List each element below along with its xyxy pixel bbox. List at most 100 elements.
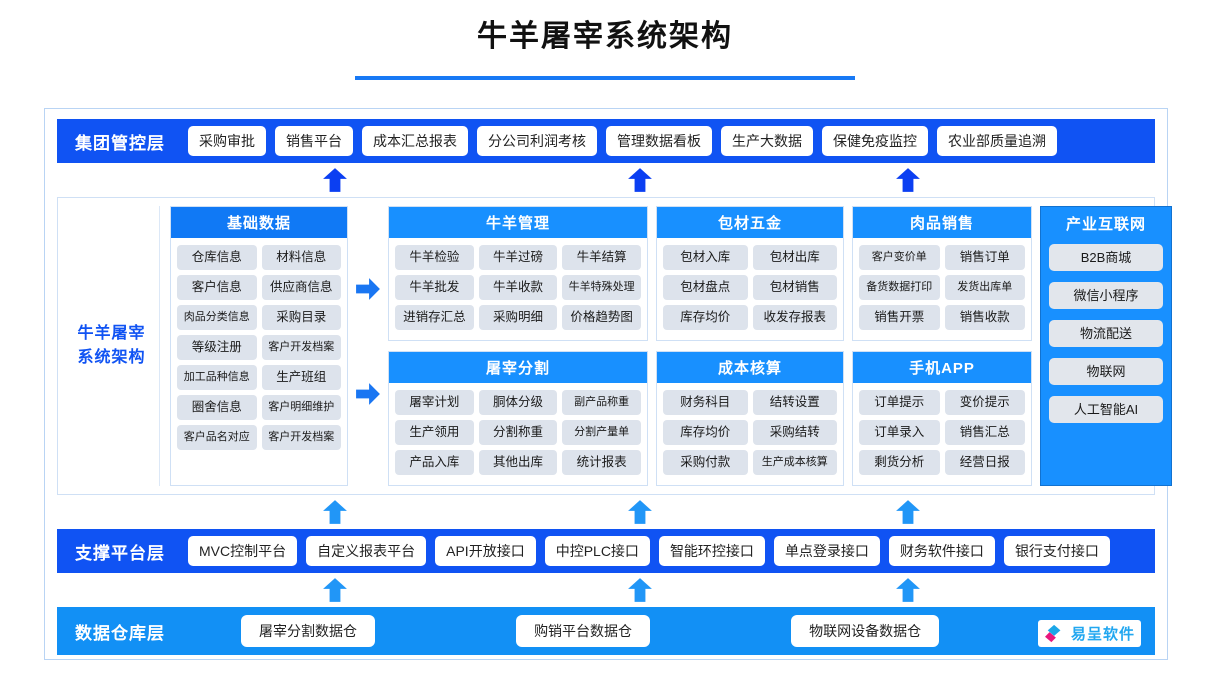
platform-layer-item[interactable]: 中控PLC接口 xyxy=(544,536,650,566)
industry-item[interactable]: 物流配送 xyxy=(1049,320,1163,347)
module-title: 肉品销售 xyxy=(853,207,1031,238)
module-item[interactable]: 生产成本核算 xyxy=(752,450,837,475)
warehouse-layer-item[interactable]: 物联网设备数据仓 xyxy=(791,615,940,647)
warehouse-layer-item[interactable]: 购销平台数据仓 xyxy=(516,615,651,647)
module-item[interactable]: 结转设置 xyxy=(752,390,837,415)
module-item[interactable]: 分割称重 xyxy=(478,420,558,445)
module-item[interactable]: 包材销售 xyxy=(752,275,837,300)
module-item[interactable]: 库存均价 xyxy=(663,305,748,330)
system-name-line2: 系统架构 xyxy=(77,349,146,366)
module-item[interactable]: 牛羊过磅 xyxy=(478,245,558,270)
group-layer-item[interactable]: 采购审批 xyxy=(188,126,266,156)
base-data-item[interactable]: 客户开发档案 xyxy=(261,425,341,450)
industry-item[interactable]: 物联网 xyxy=(1049,358,1163,385)
module-item[interactable]: 销售订单 xyxy=(944,245,1025,270)
platform-layer-item[interactable]: 单点登录接口 xyxy=(773,536,880,566)
module-mobile-app: 手机APP 订单提示 变价提示 订单录入 销售汇总 剩货分析 经营日报 xyxy=(852,351,1032,486)
module-item[interactable]: 变价提示 xyxy=(944,390,1025,415)
module-item[interactable]: 牛羊收款 xyxy=(478,275,558,300)
module-item[interactable]: 牛羊批发 xyxy=(395,275,474,300)
module-item[interactable]: 收发存报表 xyxy=(752,305,837,330)
module-item[interactable]: 其他出库 xyxy=(478,450,558,475)
module-item[interactable]: 销售汇总 xyxy=(944,420,1025,445)
base-data-item[interactable]: 圈舍信息 xyxy=(177,395,257,420)
arrow-right-icon xyxy=(354,381,382,407)
base-data-item[interactable]: 供应商信息 xyxy=(261,275,341,300)
group-layer-item[interactable]: 销售平台 xyxy=(275,126,353,156)
module-title: 手机APP xyxy=(853,352,1031,383)
page-header: 牛羊屠宰系统架构 xyxy=(0,0,1210,80)
arrow-up-icon xyxy=(322,499,348,525)
vendor-logo-text: 易呈软件 xyxy=(1070,626,1135,643)
module-item[interactable]: 包材盘点 xyxy=(663,275,748,300)
module-item[interactable]: 订单提示 xyxy=(859,390,940,415)
base-data-item[interactable]: 加工品种信息 xyxy=(177,365,257,390)
module-item[interactable]: 销售开票 xyxy=(859,305,940,330)
module-item[interactable]: 备货数据打印 xyxy=(859,275,940,300)
module-item[interactable]: 销售收款 xyxy=(944,305,1025,330)
arrow-row-middle xyxy=(57,495,1155,529)
group-layer-item[interactable]: 分公司利润考核 xyxy=(477,126,597,156)
base-data-item[interactable]: 仓库信息 xyxy=(177,245,257,270)
arrow-up-icon xyxy=(895,167,921,193)
module-item[interactable]: 牛羊特殊处理 xyxy=(562,275,641,300)
module-item[interactable]: 财务科目 xyxy=(663,390,748,415)
module-item[interactable]: 生产领用 xyxy=(395,420,474,445)
module-item[interactable]: 包材出库 xyxy=(752,245,837,270)
module-item[interactable]: 产品入库 xyxy=(395,450,474,475)
group-layer-item[interactable]: 管理数据看板 xyxy=(606,126,712,156)
module-item[interactable]: 统计报表 xyxy=(562,450,641,475)
base-data-item[interactable]: 客户信息 xyxy=(177,275,257,300)
base-data-item[interactable]: 材料信息 xyxy=(261,245,341,270)
base-data-item[interactable]: 肉品分类信息 xyxy=(177,305,257,330)
module-item[interactable]: 牛羊结算 xyxy=(562,245,641,270)
module-items: 订单提示 变价提示 订单录入 销售汇总 剩货分析 经营日报 xyxy=(853,383,1031,485)
group-layer-item[interactable]: 生产大数据 xyxy=(721,126,813,156)
base-data-item[interactable]: 客户品名对应 xyxy=(177,425,257,450)
industry-item[interactable]: B2B商城 xyxy=(1049,244,1163,271)
module-item[interactable]: 剩货分析 xyxy=(859,450,940,475)
industry-item[interactable]: 人工智能AI xyxy=(1049,396,1163,423)
warehouse-layer-item[interactable]: 屠宰分割数据仓 xyxy=(241,615,375,647)
base-data-item[interactable]: 采购目录 xyxy=(261,305,341,330)
platform-layer-item[interactable]: MVC控制平台 xyxy=(188,536,298,566)
system-name-line1: 牛羊屠宰 xyxy=(77,325,146,342)
base-data-item[interactable]: 生产班组 xyxy=(261,365,341,390)
module-item[interactable]: 胴体分级 xyxy=(478,390,558,415)
module-item[interactable]: 采购付款 xyxy=(663,450,748,475)
module-meat-sales: 肉品销售 客户变价单 销售订单 备货数据打印 发货出库单 销售开票 销售收款 xyxy=(852,206,1032,341)
module-item[interactable]: 牛羊检验 xyxy=(395,245,474,270)
platform-layer-item[interactable]: API开放接口 xyxy=(435,536,536,566)
module-item[interactable]: 客户变价单 xyxy=(859,245,940,270)
module-items: 牛羊检验 牛羊过磅 牛羊结算 牛羊批发 牛羊收款 牛羊特殊处理 进销存汇总 采购… xyxy=(389,238,647,340)
module-item[interactable]: 分割产量单 xyxy=(562,420,641,445)
platform-layer-item[interactable]: 财务软件接口 xyxy=(888,536,995,566)
base-data-item[interactable]: 客户开发档案 xyxy=(261,335,341,360)
module-item[interactable]: 发货出库单 xyxy=(944,275,1025,300)
data-warehouse-layer: 数据仓库层 屠宰分割数据仓 购销平台数据仓 物联网设备数据仓 xyxy=(57,607,1155,655)
group-layer-item[interactable]: 成本汇总报表 xyxy=(362,126,468,156)
module-item[interactable]: 进销存汇总 xyxy=(395,305,474,330)
module-grid: 牛羊管理 牛羊检验 牛羊过磅 牛羊结算 牛羊批发 牛羊收款 牛羊特殊处理 进销存… xyxy=(388,206,1032,486)
module-item[interactable]: 采购明细 xyxy=(478,305,558,330)
platform-layer-item[interactable]: 自定义报表平台 xyxy=(306,536,427,566)
module-packaging-hardware: 包材五金 包材入库 包材出库 包材盘点 包材销售 库存均价 收发存报表 xyxy=(656,206,844,341)
module-item[interactable]: 经营日报 xyxy=(944,450,1025,475)
group-layer-item[interactable]: 保健免疫监控 xyxy=(822,126,928,156)
base-data-item[interactable]: 客户明细维护 xyxy=(261,395,341,420)
module-item[interactable]: 订单录入 xyxy=(859,420,940,445)
module-item[interactable]: 采购结转 xyxy=(752,420,837,445)
industry-item[interactable]: 微信小程序 xyxy=(1049,282,1163,309)
group-control-layer: 集团管控层 采购审批 销售平台 成本汇总报表 分公司利润考核 管理数据看板 生产… xyxy=(57,119,1155,163)
group-layer-item[interactable]: 农业部质量追溯 xyxy=(937,126,1057,156)
platform-layer-item[interactable]: 智能环控接口 xyxy=(658,536,765,566)
base-data-item[interactable]: 等级注册 xyxy=(177,335,257,360)
module-item[interactable]: 屠宰计划 xyxy=(395,390,474,415)
arrow-up-icon xyxy=(322,577,348,603)
module-item[interactable]: 副产品称重 xyxy=(562,390,641,415)
platform-layer-item[interactable]: 银行支付接口 xyxy=(1003,536,1110,566)
support-platform-layer: 支撑平台层 MVC控制平台 自定义报表平台 API开放接口 中控PLC接口 智能… xyxy=(57,529,1155,573)
module-item[interactable]: 价格趋势图 xyxy=(562,305,641,330)
module-item[interactable]: 库存均价 xyxy=(663,420,748,445)
module-item[interactable]: 包材入库 xyxy=(663,245,748,270)
